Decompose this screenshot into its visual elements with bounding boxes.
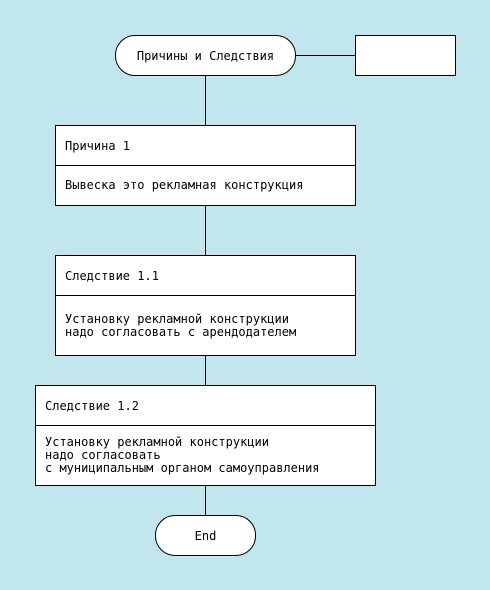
effect-1-text-row: Установку рекламной конструкции надо сог…: [56, 296, 355, 355]
start-label: Причины и Следствия: [136, 48, 275, 63]
connector-effect-2-to-end: [205, 485, 206, 516]
connector-effect-1-to-effect-2: [205, 355, 206, 386]
cause-text: Вывеска это рекламная конструкция: [65, 178, 304, 192]
end-label: End: [194, 528, 217, 543]
cause-text-row: Вывеска это рекламная конструкция: [56, 166, 355, 205]
effect-1-title: Следствие 1.1: [65, 268, 159, 283]
cause-title-row: Причина 1: [56, 126, 355, 166]
connector-cause-to-effect-1: [205, 205, 206, 256]
effect-2-text-row: Установку рекламной конструкции надо сог…: [36, 426, 375, 485]
effect-1-block[interactable]: Следствие 1.1 Установку рекламной констр…: [55, 255, 356, 356]
cause-title: Причина 1: [65, 138, 131, 153]
side-box[interactable]: [355, 35, 456, 76]
connector-start-to-cause: [205, 75, 206, 126]
effect-2-title-row: Следствие 1.2: [36, 386, 375, 426]
effect-1-title-row: Следствие 1.1: [56, 256, 355, 296]
end-terminator[interactable]: End: [155, 515, 256, 556]
effect-2-text: Установку рекламной конструкции надо сог…: [45, 435, 320, 475]
effect-2-block[interactable]: Следствие 1.2 Установку рекламной констр…: [35, 385, 376, 486]
start-terminator[interactable]: Причины и Следствия: [115, 35, 296, 76]
effect-2-title: Следствие 1.2: [45, 398, 139, 413]
cause-block[interactable]: Причина 1 Вывеска это рекламная конструк…: [55, 125, 356, 206]
effect-1-text: Установку рекламной конструкции надо сог…: [65, 311, 297, 339]
connector-start-to-side-box: [295, 55, 356, 56]
